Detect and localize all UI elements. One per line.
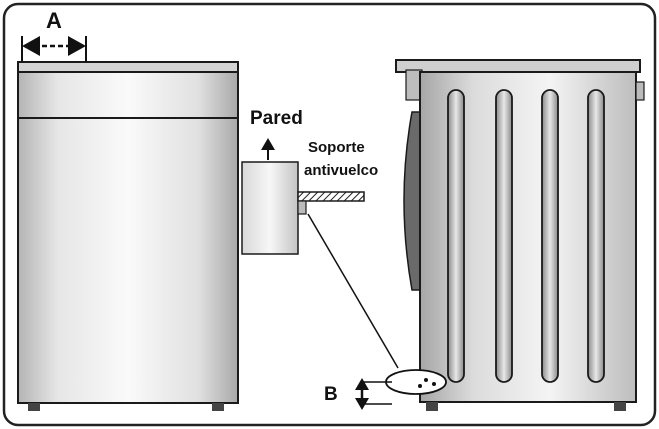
washer-front-view [17, 61, 239, 411]
arrow-left-icon [22, 36, 40, 56]
label-bracket-line1: Soporte [308, 139, 365, 156]
bracket-tab [297, 200, 307, 215]
side-rib-2 [495, 89, 513, 383]
washer-lid [17, 61, 239, 73]
side-foot-rear [614, 402, 626, 411]
bracket-plate [297, 191, 365, 202]
washer-body [17, 117, 239, 404]
label-wall: Pared [250, 108, 303, 129]
arrow-up-icon [261, 138, 275, 150]
dimension-b: B [324, 378, 392, 410]
leader-line [307, 213, 399, 369]
arrow-right-icon [68, 36, 86, 56]
label-bracket-line2: antivuelco [304, 162, 378, 179]
label-a: A [46, 8, 62, 33]
washer-foot-left [28, 403, 40, 411]
wall-bracket-detail: Pared Soporte antivuelco [241, 108, 399, 369]
arrow-down-small-icon [355, 398, 369, 410]
arrow-up-small-icon [355, 378, 369, 390]
washer-foot-right [212, 403, 224, 411]
side-top-panel [395, 59, 641, 73]
side-door-bulge [403, 111, 421, 291]
side-rib-4 [587, 89, 605, 383]
wall-block [241, 161, 299, 255]
side-rib-1 [447, 89, 465, 383]
foot-detail [385, 369, 447, 395]
washer-side-view [395, 59, 645, 411]
side-rib-3 [541, 89, 559, 383]
side-foot-front [426, 402, 438, 411]
label-b: B [324, 384, 338, 405]
dimension-a: A [21, 8, 87, 62]
detail-ellipse [385, 369, 447, 395]
washer-top-panel [17, 71, 239, 119]
